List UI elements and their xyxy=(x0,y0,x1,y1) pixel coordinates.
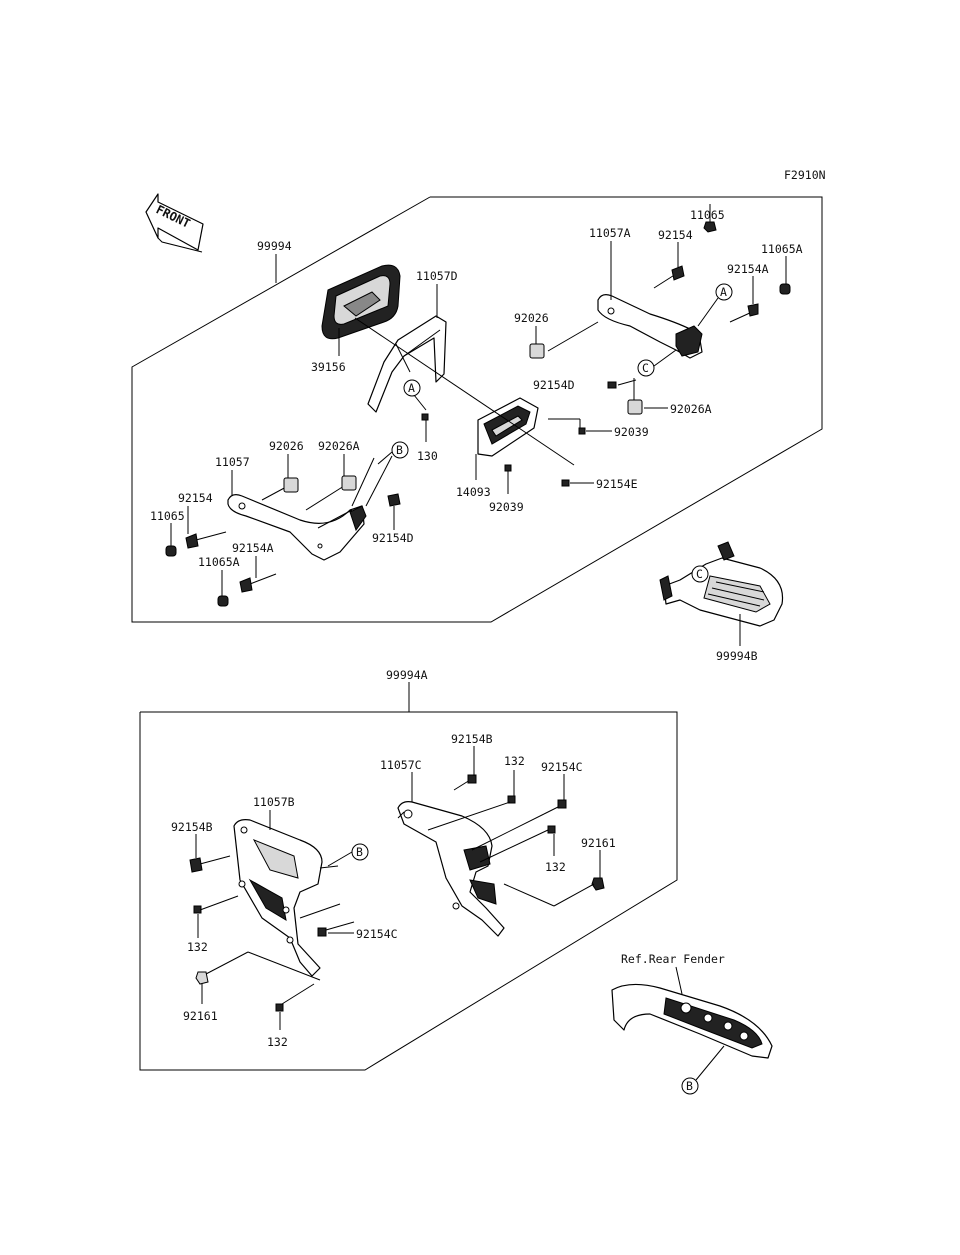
screw-92039-bottom-icon xyxy=(504,464,512,472)
screw-130-icon xyxy=(421,413,429,421)
part-label-11065-left: 11065 xyxy=(150,509,185,523)
part-label-92039-bottom: 92039 xyxy=(489,500,524,514)
screw-92039-right-icon xyxy=(578,427,586,435)
backrest-bracket xyxy=(477,397,539,457)
part-label-92026a-top: 92026A xyxy=(670,402,712,416)
bushing-92026-top-icon xyxy=(529,343,545,359)
callout-b-lower-label: B xyxy=(356,845,363,859)
nut-11065a-top-icon xyxy=(779,283,791,295)
part-label-11065a-left: 11065A xyxy=(198,555,240,569)
part-label-92154-top: 92154 xyxy=(658,228,693,242)
reference-label-rear-fender: Ref.Rear Fender xyxy=(621,952,725,966)
part-label-92161-left: 92161 xyxy=(183,1009,218,1023)
right-bracket xyxy=(397,801,505,937)
nut-92161-right-icon xyxy=(591,877,605,891)
assembly-label-99994a: 99994A xyxy=(386,668,428,682)
nut-11065-top-icon xyxy=(703,221,717,233)
screw-92154d-left-icon xyxy=(387,493,401,507)
part-label-14093: 14093 xyxy=(456,485,491,499)
bushing-92026-left-icon xyxy=(283,477,299,493)
part-label-92154a-left: 92154A xyxy=(232,541,274,555)
part-label-92161-right: 92161 xyxy=(581,836,616,850)
bolt-92154b-center-icon xyxy=(453,774,477,791)
callout-b-fender-label: B xyxy=(686,1079,693,1093)
part-label-39156: 39156 xyxy=(311,360,346,374)
nut-11065a-left-icon xyxy=(217,595,229,607)
callout-b-upper xyxy=(391,441,409,459)
bushing-92026a-left-icon xyxy=(341,475,357,491)
part-label-130: 130 xyxy=(417,449,438,463)
part-label-92039-right: 92039 xyxy=(614,425,649,439)
callout-a-right xyxy=(715,283,733,301)
bolt-92154c-left-icon xyxy=(317,921,355,937)
part-label-11065-top: 11065 xyxy=(690,208,725,222)
part-label-132-left: 132 xyxy=(187,940,208,954)
part-label-92154e: 92154E xyxy=(596,477,638,491)
part-label-11057d: 11057D xyxy=(416,269,458,283)
luggage-rack xyxy=(659,541,784,627)
part-label-132-right: 132 xyxy=(545,860,566,874)
screw-92154e-icon xyxy=(561,479,570,487)
lower-assembly-frame xyxy=(139,682,678,1071)
assembly-label-99994: 99994 xyxy=(257,239,292,253)
assembly-label-99994b: 99994B xyxy=(716,649,758,663)
left-side-plate xyxy=(227,494,367,561)
left-bracket xyxy=(233,819,339,977)
callout-c-middle xyxy=(637,359,655,377)
part-label-92154a-top: 92154A xyxy=(727,262,769,276)
part-label-92026-left: 92026 xyxy=(269,439,304,453)
bolt-92154-top-icon xyxy=(653,265,685,289)
part-label-132-bottom: 132 xyxy=(267,1035,288,1049)
callout-c-rack xyxy=(691,565,709,583)
bolt-92154c-right-icon xyxy=(543,799,567,815)
backrest-pad xyxy=(321,264,401,340)
screw-132-bottom-icon xyxy=(275,1003,284,1012)
part-label-132-center: 132 xyxy=(504,754,525,768)
part-label-92154-left: 92154 xyxy=(178,491,213,505)
callout-b-upper-label: B xyxy=(396,443,403,457)
nut-11065-left-icon xyxy=(165,545,177,557)
bolt-92154a-left-icon xyxy=(239,573,277,593)
callout-c-middle-label: C xyxy=(642,361,649,375)
callout-a-left-label: A xyxy=(408,381,415,395)
bolt-92154a-top-icon xyxy=(729,303,759,323)
front-arrow-icon: FRONT xyxy=(145,193,204,253)
diagram-code: F2910N xyxy=(784,168,826,182)
part-label-11057c: 11057C xyxy=(380,758,422,772)
bolt-92154-left-icon xyxy=(185,531,227,549)
nut-92161-left-icon xyxy=(195,971,209,985)
screw-132-center-icon xyxy=(507,795,516,804)
screw-132-right-icon xyxy=(547,825,556,834)
callout-a-left xyxy=(403,379,421,397)
part-label-11057: 11057 xyxy=(215,455,250,469)
part-label-92026a-left: 92026A xyxy=(318,439,360,453)
part-label-11057a: 11057A xyxy=(589,226,631,240)
callout-b-lower xyxy=(351,843,369,861)
callout-c-rack-label: C xyxy=(696,567,703,581)
part-label-11057b: 11057B xyxy=(253,795,295,809)
rear-fender xyxy=(611,983,773,1059)
screw-92154d-top-icon xyxy=(607,381,617,389)
callout-a-right-label: A xyxy=(720,285,727,299)
part-label-92154c-right: 92154C xyxy=(541,760,583,774)
bushing-92026a-top-icon xyxy=(627,399,643,415)
part-label-92154b-left: 92154B xyxy=(171,820,213,834)
part-label-92154d-left: 92154D xyxy=(372,531,414,545)
upper-assembly-frame xyxy=(131,196,823,623)
part-label-92154c-left: 92154C xyxy=(356,927,398,941)
part-label-92154d-top: 92154D xyxy=(533,378,575,392)
bolt-92154b-left-icon xyxy=(189,855,231,873)
part-label-11065a-top: 11065A xyxy=(761,242,803,256)
callout-b-fender xyxy=(681,1077,699,1095)
right-side-plate xyxy=(597,294,703,359)
part-label-92154b-center: 92154B xyxy=(451,732,493,746)
part-label-92026-top: 92026 xyxy=(514,311,549,325)
backrest-frame xyxy=(367,315,447,413)
